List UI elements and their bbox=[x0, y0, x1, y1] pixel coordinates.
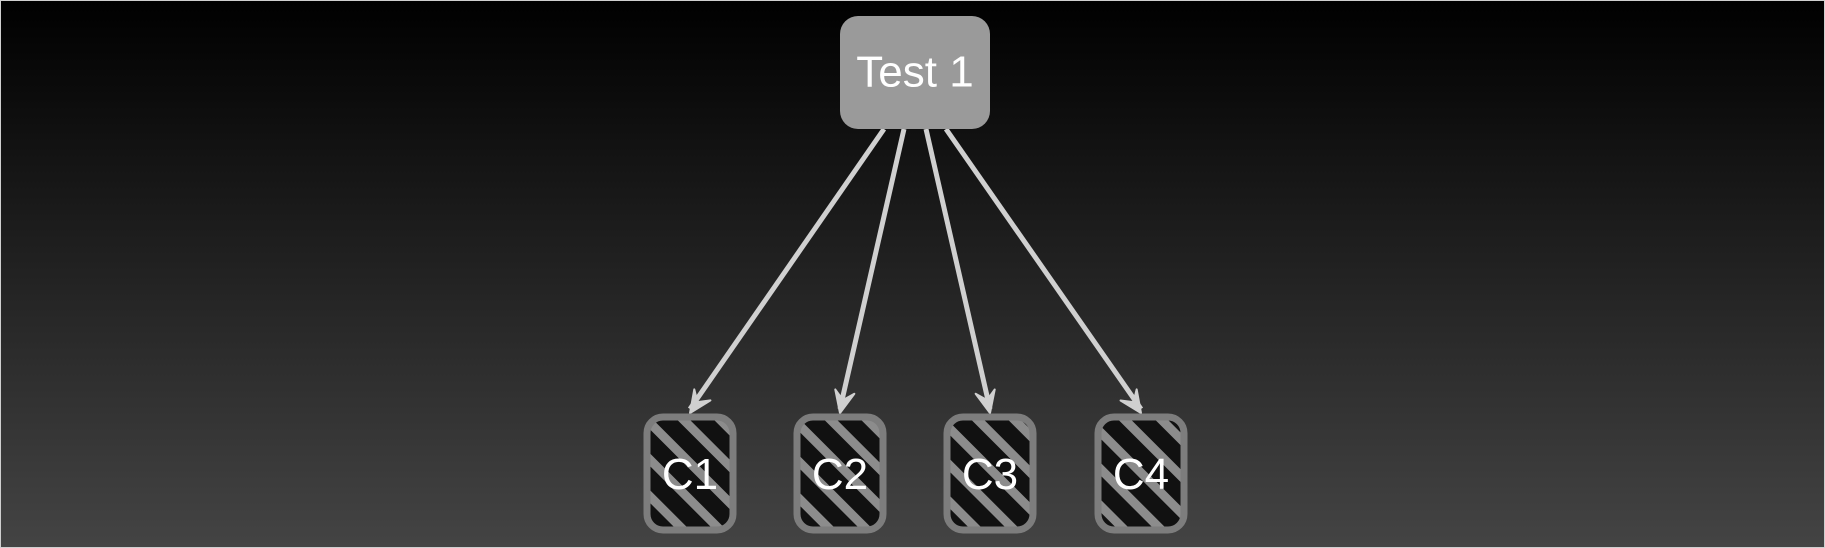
edge-to-c2 bbox=[834, 128, 907, 414]
arrowhead bbox=[834, 388, 856, 414]
edge-line bbox=[943, 127, 1144, 411]
root-node-box bbox=[840, 16, 990, 129]
child-node-c3[interactable]: C3 bbox=[943, 413, 1037, 534]
arrowhead bbox=[1119, 388, 1142, 414]
arrowhead bbox=[974, 388, 996, 414]
child-node-label: C2 bbox=[812, 450, 868, 499]
child-node-c2[interactable]: C2 bbox=[793, 413, 887, 534]
child-node-label: C1 bbox=[662, 450, 718, 499]
edge-to-c3 bbox=[923, 128, 996, 414]
arrowhead bbox=[689, 388, 712, 414]
child-node-box bbox=[793, 413, 887, 534]
root-node-label: Test 1 bbox=[856, 48, 973, 97]
edge-line bbox=[837, 128, 907, 410]
child-node-box bbox=[943, 413, 1037, 534]
child-node-label: C3 bbox=[962, 450, 1018, 499]
child-node-label: C4 bbox=[1113, 450, 1169, 499]
root-node[interactable]: Test 1 bbox=[840, 16, 990, 129]
child-node-c1[interactable]: C1 bbox=[643, 413, 737, 534]
edge-to-c4 bbox=[943, 127, 1144, 414]
child-node-c4[interactable]: C4 bbox=[1094, 413, 1188, 534]
edge-to-c1 bbox=[687, 127, 887, 414]
child-node-box bbox=[1094, 413, 1188, 534]
child-node-box bbox=[643, 413, 737, 534]
edges-layer bbox=[687, 127, 1144, 414]
edge-line bbox=[687, 127, 887, 411]
children-layer: C1 C2 C3 C4 bbox=[643, 413, 1188, 534]
edge-line bbox=[923, 128, 993, 410]
